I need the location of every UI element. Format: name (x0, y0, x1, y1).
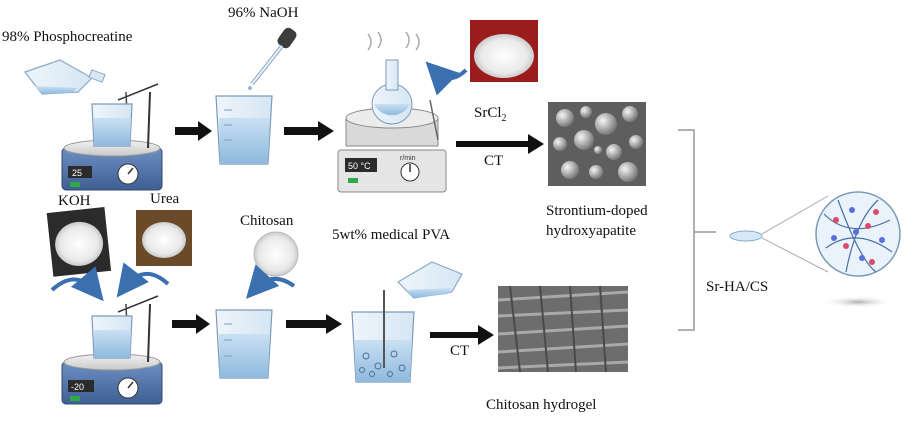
label-strontium-line2: hydroxyapatite (546, 223, 636, 239)
sem-image-hydrogel (497, 285, 629, 373)
top-arrows (175, 121, 544, 154)
label-sr-ha-cs: Sr-HA/CS (706, 279, 769, 295)
heater-rpm-label: r/min (400, 155, 416, 162)
magnified-network (815, 191, 901, 308)
magnetic-stirrer-top (61, 83, 163, 191)
label-urea: Urea (150, 191, 180, 207)
beaker-bottom-3 (351, 290, 415, 383)
srcl2-curved-arrow (425, 61, 468, 96)
pouring-flask-bottom (397, 261, 463, 299)
stirrer-bottom-display: -20 (71, 382, 84, 392)
pouring-flask-top (24, 59, 106, 95)
chitosan-disk-photo (253, 231, 299, 277)
label-ct-top: CT (484, 153, 504, 169)
koh-curved-arrow (50, 266, 104, 302)
merge-bracket (678, 129, 716, 331)
bottom-arrows (172, 314, 494, 345)
label-srcl2: SrCl2 (474, 104, 507, 128)
label-chitosan-hydrogel: Chitosan hydrogel (486, 397, 597, 413)
label-chitosan: Chitosan (240, 213, 294, 229)
chitosan-curved-arrow (245, 264, 296, 299)
label-koh: KOH (58, 193, 91, 209)
label-phosphocreatine: 98% Phosphocreatine (2, 29, 133, 45)
urea-curved-arrow (116, 262, 170, 298)
beaker-bottom-2 (215, 309, 273, 379)
label-srcl2-subscript: 2 (501, 113, 507, 124)
heating-mantle (337, 31, 447, 193)
beaker-top-2 (215, 95, 273, 165)
stirrer-top-display: 25 (72, 168, 82, 178)
urea-powder-photo (136, 210, 192, 266)
hydrogel-piece (729, 230, 763, 242)
label-pva: 5wt% medical PVA (332, 227, 451, 243)
koh-powder-photo (46, 207, 112, 277)
magnetic-stirrer-bottom (61, 295, 163, 405)
label-ct-bottom: CT (450, 343, 470, 359)
label-srcl2-base: SrCl (474, 105, 502, 121)
label-naoh: 96% NaOH (228, 5, 299, 21)
dropper (248, 27, 297, 90)
srcl2-powder-photo (470, 20, 538, 82)
heater-temp-display: 50 °C (348, 161, 371, 171)
label-strontium-line1: Strontium-doped (546, 203, 648, 219)
sem-image-hydroxyapatite (548, 102, 646, 186)
